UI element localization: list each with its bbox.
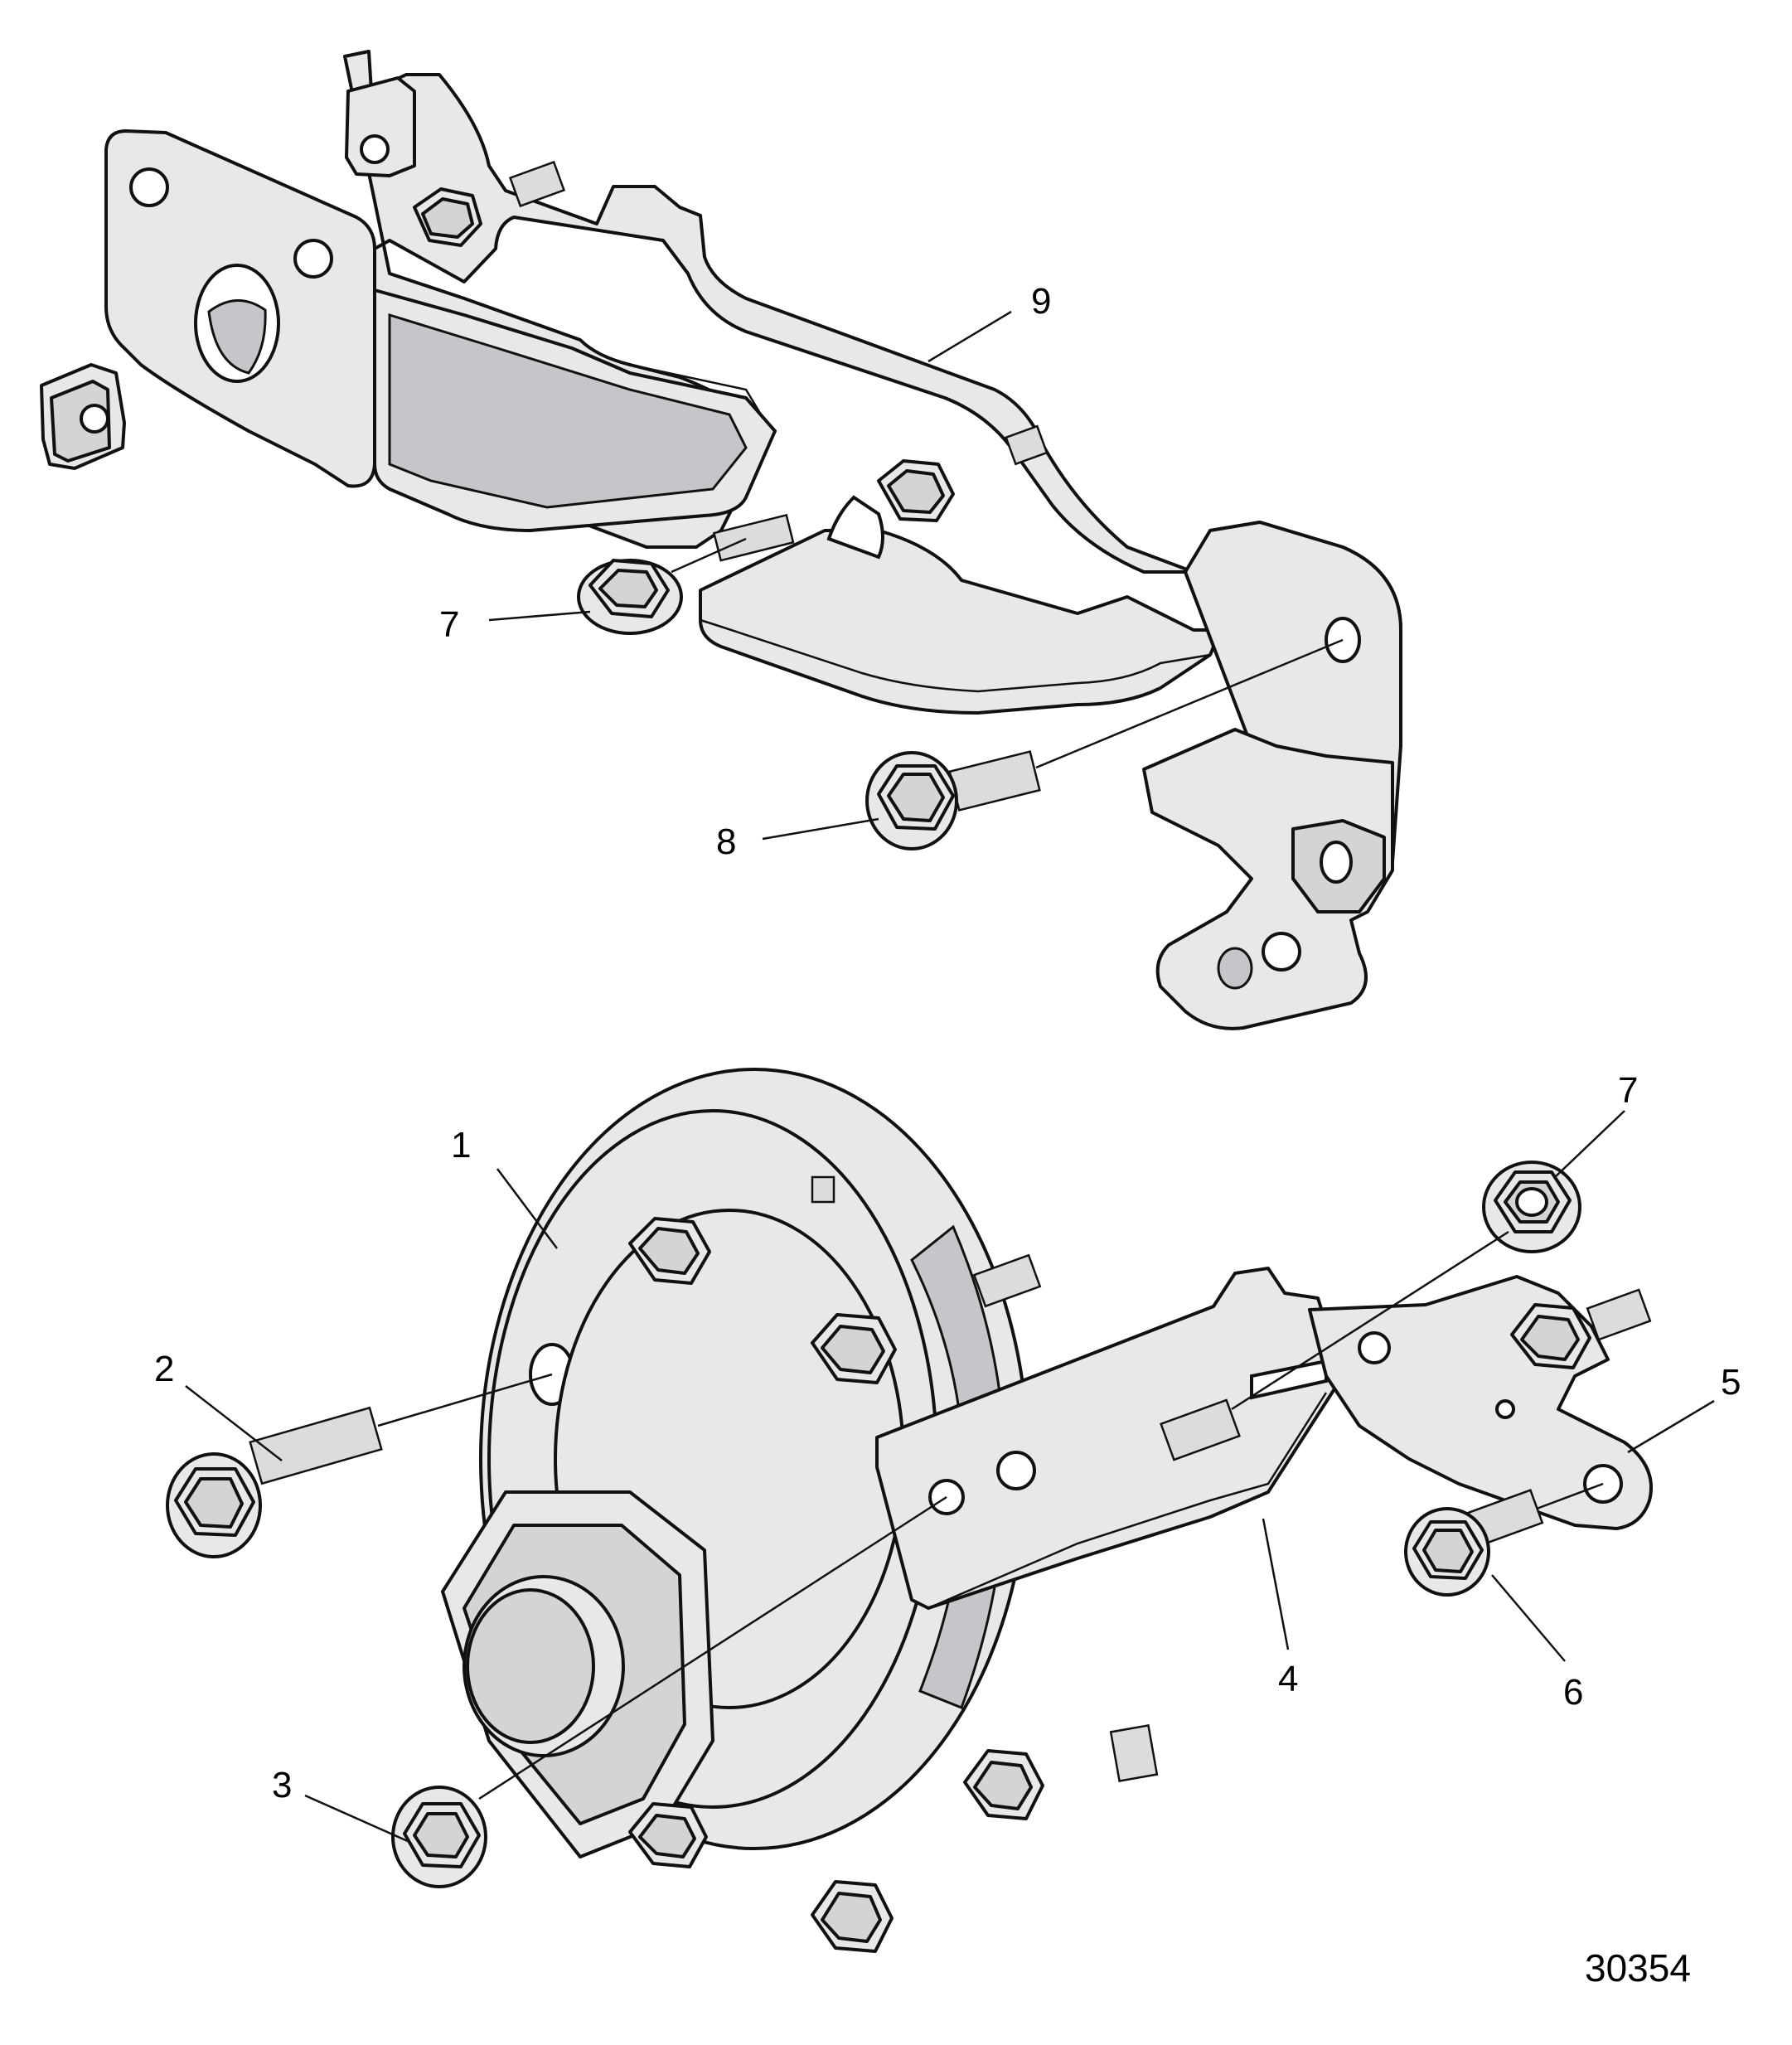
leader-8 [762,817,879,841]
bracket-inner-edge [389,272,772,432]
bolt-3 [391,1786,487,1888]
bracket-hex-bolt-mid [877,424,1049,522]
assembly-line-bolt-3 [478,1495,947,1800]
leader-7-upper [488,610,591,622]
hanging-tab-hole-b [1262,932,1301,972]
bracket-5-hole-a [1358,1331,1391,1364]
callout-1: 1 [451,1125,471,1165]
bracket-assembly-upper [40,50,1402,1030]
tray-shadow [388,313,748,509]
leader-9 [927,310,1012,363]
leader-1 [496,1168,558,1249]
callout-9: 9 [1031,281,1051,322]
bracket-5-notch [1495,1399,1515,1419]
leader-4 [1262,1518,1290,1650]
bracket-5-hex-bolt [1510,1288,1652,1369]
callout-leaders [185,310,1715,1844]
leader-2 [185,1385,283,1461]
hub-assembly-lower [166,1068,1653,1953]
assembly-line-nut-upper [671,537,747,574]
flange-hex-bolt-2 [811,1313,897,1384]
bracket-4-slot [1250,1359,1328,1400]
bracket-4 [875,1267,1344,1610]
flange-hole-top [129,167,169,207]
callout-5: 5 [1721,1362,1741,1403]
callout-8: 8 [716,821,736,862]
bracket-step-plate [699,529,1216,715]
hub-cap-face [466,1588,595,1744]
clip-top-hole [360,134,390,164]
callout-7-upper: 7 [439,604,459,645]
bore-shadow [207,299,267,375]
clip-left-hole [80,404,109,434]
step-slot [826,495,884,560]
callout-3: 3 [272,1765,292,1805]
bracket-hanging-tab [1142,728,1394,1030]
callout-4: 4 [1278,1659,1298,1699]
flange-hex-bolt-5 [628,1802,708,1868]
assembly-line-bolt-2 [377,1373,553,1427]
assembly-line-bolt-6 [1536,1482,1604,1510]
callout-2: 2 [154,1349,174,1389]
bolt-8 [865,750,1041,850]
leader-5 [1627,1399,1715,1454]
bracket-hex-bolt-top [413,160,566,247]
flange-hex-bolt-3 [963,1749,1044,1820]
flange-hex-bolt-4 [811,1880,894,1953]
bracket-4-stud [1160,1398,1241,1461]
flange-nut-lower [1482,1161,1581,1253]
bolt-2 [166,1406,383,1558]
callout-7-lower: 7 [1618,1070,1638,1111]
bracket-4-fold [927,1392,1328,1610]
leader-6 [1491,1574,1566,1662]
callout-6: 6 [1563,1672,1583,1713]
hanging-tab-hole-a [1320,841,1353,884]
leader-7-lower [1554,1110,1625,1178]
flange-studs [811,1175,1159,1782]
flange-hex-bolt-1 [628,1217,711,1285]
leader-3 [304,1794,410,1844]
step-plate-fold [700,618,1211,693]
assembly-line-bolt-8 [1035,638,1344,769]
hanging-tab-pin [1217,947,1253,990]
assembly-line-nut-lower [1231,1230,1509,1411]
flange-hole-right [293,239,333,279]
callout-labels: 9 7 8 1 2 3 4 5 6 7 [154,281,1741,1805]
drawing-number: 30354 [1585,1946,1691,1989]
flange-nut-upper [577,513,795,635]
bolt-6 [1404,1488,1544,1597]
bracket-4-hole-b [996,1451,1036,1490]
